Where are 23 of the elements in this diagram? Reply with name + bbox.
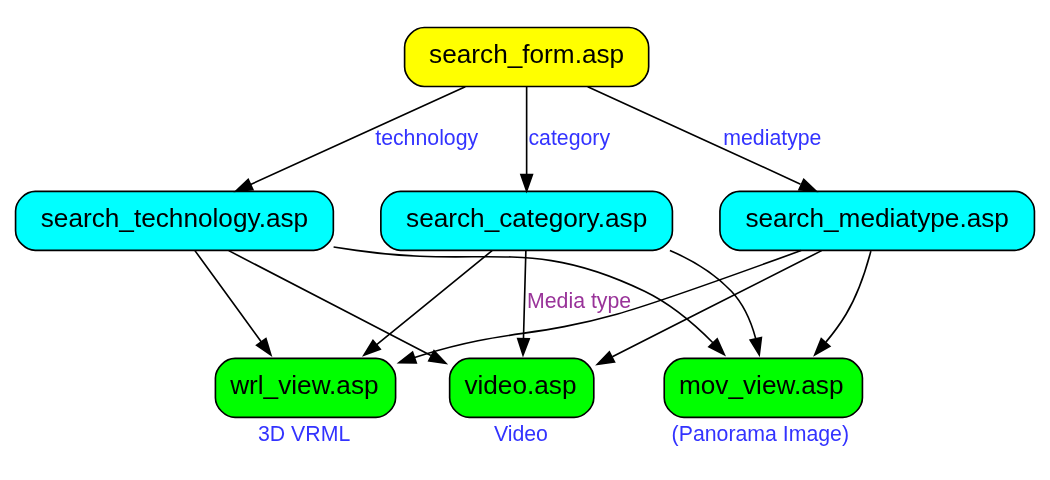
- node-label: (Panorama Image): [671, 421, 850, 446]
- node-box: search_category.asp: [380, 190, 674, 251]
- node-label: Video: [493, 421, 548, 446]
- arrow: [233, 85, 467, 192]
- node-box: search_technology.asp: [14, 190, 335, 251]
- arrow: [396, 249, 802, 364]
- arrow: [519, 85, 534, 193]
- arrow: [669, 249, 763, 357]
- arrow: [194, 249, 273, 357]
- arrow: [361, 249, 493, 357]
- node-label: 3D VRML: [258, 421, 351, 446]
- arrow: [586, 85, 819, 192]
- edge-label: mediatype: [723, 125, 822, 150]
- node-box: search_form.asp: [403, 26, 650, 87]
- arrow: [227, 249, 449, 364]
- arrow: [813, 249, 872, 357]
- arrow: [595, 249, 823, 365]
- arrow: [332, 245, 727, 357]
- edge-label: technology: [375, 125, 479, 150]
- arrow: [516, 249, 531, 358]
- edge-label: Media type: [527, 288, 632, 313]
- node-box: search_mediatype.asp: [719, 190, 1036, 251]
- edge-label: category: [528, 125, 611, 150]
